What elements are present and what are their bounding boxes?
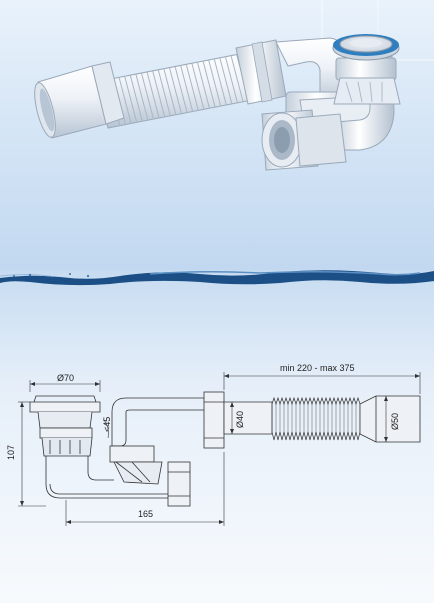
hose-end-outline — [359, 395, 421, 443]
hose-nut — [235, 39, 287, 105]
dimension-arrows — [20, 374, 420, 524]
outer-diameter-label: Ø50 — [390, 413, 400, 430]
siphon-outline — [29, 391, 273, 507]
height-label: 107 — [6, 445, 16, 460]
length-range-label: min 220 - max 375 — [280, 363, 355, 373]
outlet-union — [261, 109, 347, 171]
angle-label: <45 — [102, 417, 112, 432]
hose-corrugation — [271, 396, 361, 441]
width-label: 165 — [138, 509, 153, 519]
dimension-labels: Ø70 107 <45 min 220 - max 375 Ø40 Ø50 16… — [6, 363, 400, 519]
drain-head — [332, 34, 401, 105]
hose-end-sleeve — [34, 61, 125, 139]
top-diameter-label: Ø70 — [57, 373, 74, 383]
water-strip — [0, 270, 434, 286]
inner-diameter-label: Ø40 — [235, 411, 245, 428]
dimension-lines — [18, 372, 421, 526]
siphon-render — [34, 34, 401, 171]
